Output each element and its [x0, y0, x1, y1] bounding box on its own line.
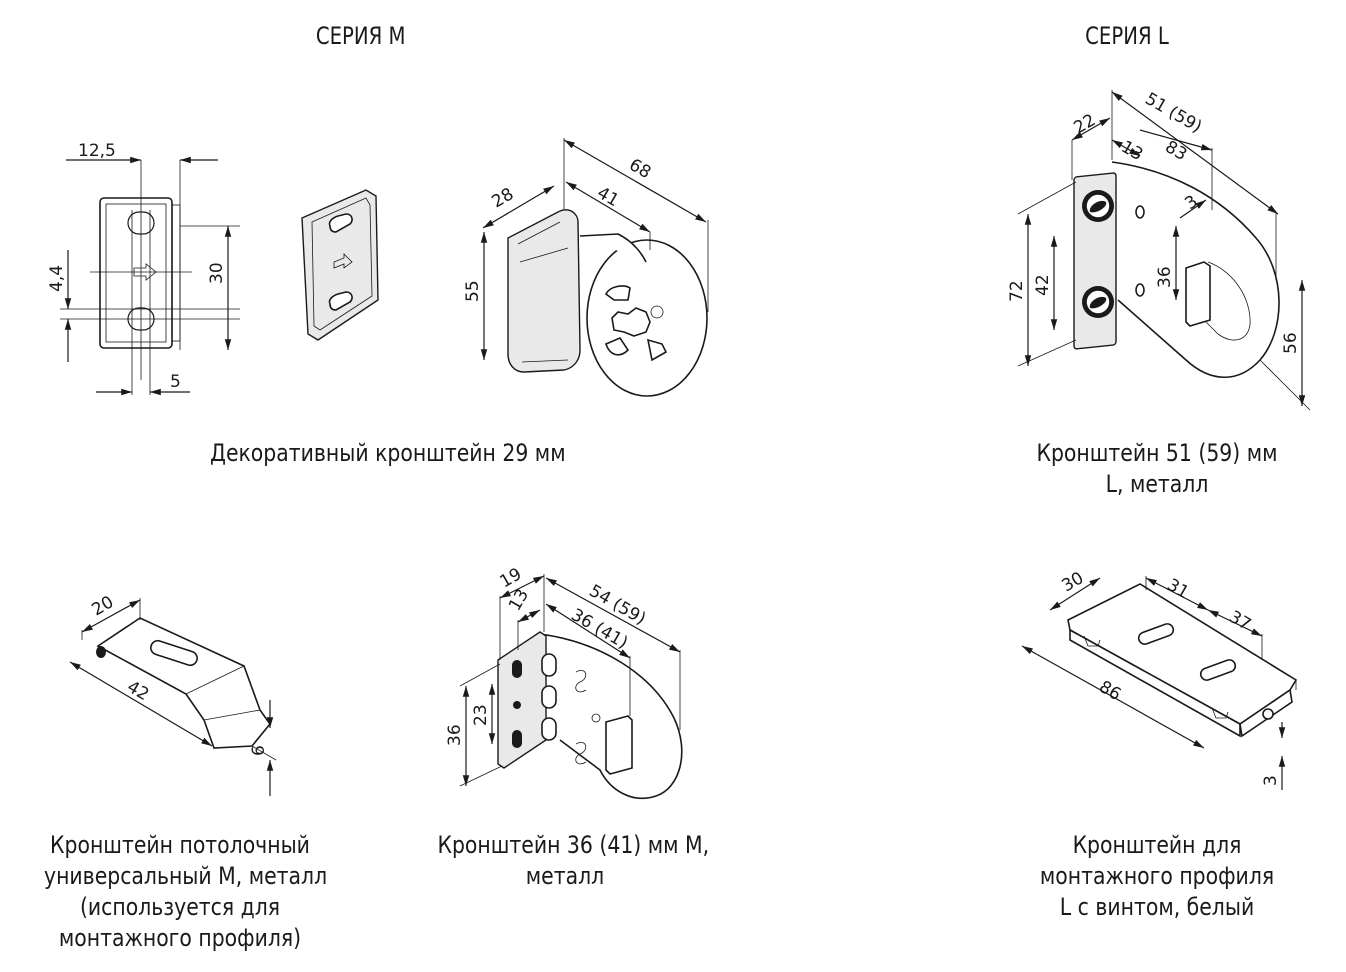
- caption-line: L, металл: [1105, 470, 1209, 498]
- dim-55: 55: [463, 280, 483, 302]
- dim-42-ceiling: 42: [124, 677, 153, 705]
- caption-bracket-36: Кронштейн 36 (41) мм М, металл: [437, 830, 710, 892]
- dim-13: 13: [1118, 137, 1147, 165]
- caption-line: L с винтом, белый: [1059, 893, 1255, 921]
- dim-22: 22: [1071, 110, 1100, 138]
- caption-line: Кронштейн потолочный: [50, 831, 310, 859]
- dim-6: 6: [249, 745, 269, 756]
- caption-line: Кронштейн для: [1072, 831, 1242, 859]
- caption-line: металл: [525, 862, 605, 890]
- bracket-51-drawing: [1073, 161, 1280, 379]
- dim-41: 41: [594, 183, 623, 211]
- decorative-bracket-front-view: [60, 160, 240, 395]
- dim-37: 37: [1226, 607, 1255, 635]
- caption-decorative-bracket: Декоративный кронштейн 29 мм: [210, 438, 566, 469]
- dim-56: 56: [1281, 332, 1301, 354]
- dim-20: 20: [89, 592, 118, 620]
- caption-line: Кронштейн 51 (59) мм: [1036, 439, 1278, 467]
- bracket-36-drawing: [497, 631, 683, 800]
- caption-line: универсальный М, металл: [44, 862, 328, 890]
- dim-42: 42: [1033, 274, 1053, 296]
- caption-bracket-51: Кронштейн 51 (59) мм L, металл: [1030, 438, 1285, 500]
- dim-68: 68: [626, 155, 655, 183]
- caption-line: Кронштейн 36 (41) мм М,: [437, 831, 710, 859]
- dim-72: 72: [1007, 280, 1027, 302]
- caption-line: (используется для: [79, 893, 281, 921]
- series-l-header: СЕРИЯ L: [1085, 22, 1169, 50]
- caption-profile-bracket: Кронштейн для монтажного профиля L с вин…: [1030, 830, 1285, 923]
- decorative-bracket-iso-view: [507, 209, 708, 397]
- caption-line: монтажного профиля: [1039, 862, 1275, 890]
- dim-83: 83: [1162, 137, 1191, 165]
- dim-3-profile: 3: [1261, 775, 1281, 786]
- dim-23: 23: [471, 704, 491, 726]
- dim-31: 31: [1164, 575, 1193, 603]
- dim-5: 5: [170, 372, 181, 392]
- decorative-bracket-plate: [301, 189, 379, 341]
- dim-30: 30: [207, 262, 227, 284]
- caption-ceiling-bracket: Кронштейн потолочный универсальный М, ме…: [44, 830, 328, 954]
- caption-line: Декоративный кронштейн 29 мм: [210, 439, 566, 467]
- dim-51-59: 51 (59): [1142, 89, 1206, 137]
- dim-36: 36: [1155, 266, 1175, 288]
- dim-28: 28: [489, 184, 518, 212]
- caption-line: монтажного профиля): [58, 924, 302, 952]
- decorative-front-dimensions: 12,5 4,4 30 5: [47, 141, 232, 396]
- dim-36-height: 36: [445, 724, 465, 746]
- dim-30-profile: 30: [1059, 568, 1088, 596]
- dim-4-4: 4,4: [47, 265, 67, 292]
- dim-12-5: 12,5: [78, 141, 116, 161]
- series-m-header: СЕРИЯ М: [315, 22, 406, 50]
